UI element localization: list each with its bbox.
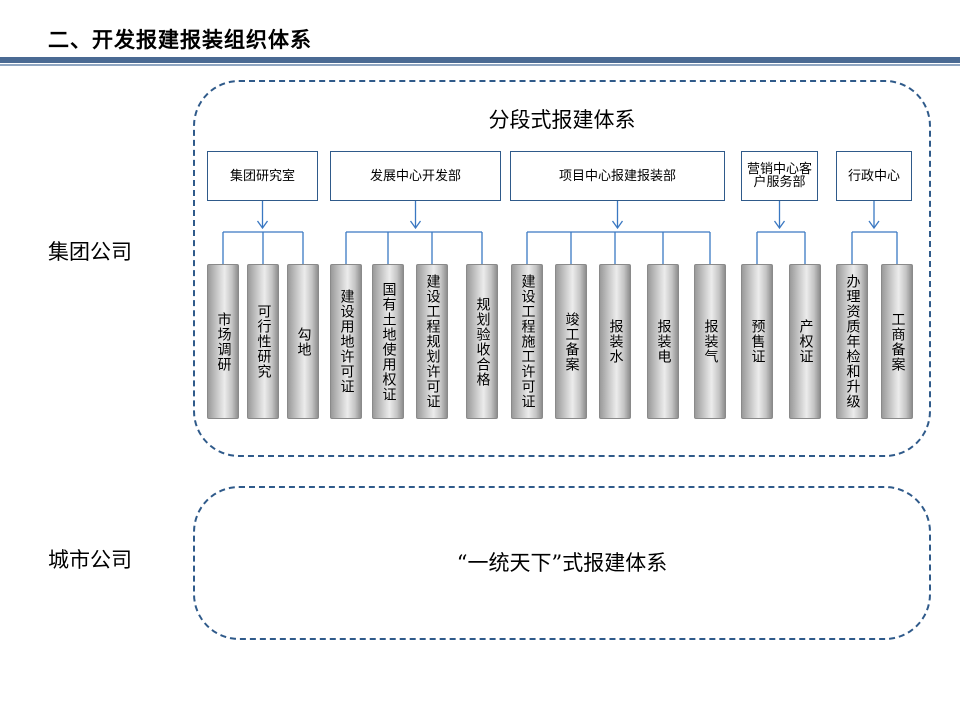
task-label: 报装气: [702, 319, 719, 364]
task-box: 市场调研: [207, 264, 239, 419]
department-box: 集团研究室: [207, 151, 318, 201]
department-box: 项目中心报建报装部: [510, 151, 725, 201]
task-box: 预售证: [741, 264, 773, 419]
task-label: 办理资质年检和升级: [844, 274, 861, 409]
diagram-title: 分段式报建体系: [488, 108, 636, 132]
task-box: 竣工备案: [555, 264, 587, 419]
task-label: 建设工程施工许可证: [519, 274, 536, 409]
title-rule: [0, 57, 960, 63]
slide-title: 二、开发报建报装组织体系: [48, 28, 312, 52]
task-box: 报装水: [599, 264, 631, 419]
task-box: 报装气: [694, 264, 726, 419]
task-box: 规划验收合格: [466, 264, 498, 419]
task-label: 建设工程规划许可证: [424, 274, 441, 409]
city-system-frame: [193, 486, 931, 640]
arrow-head: [773, 220, 786, 230]
task-label: 勾地: [295, 326, 312, 357]
title-rule-secondary: [0, 64, 960, 66]
group-company-label: 集团公司: [48, 240, 132, 264]
task-label: 报装电: [655, 319, 672, 364]
department-box: 营销中心客户服务部: [741, 151, 818, 201]
task-box: 办理资质年检和升级: [836, 264, 868, 419]
department-box: 行政中心: [836, 151, 912, 201]
task-label: 报装水: [607, 319, 624, 364]
task-box: 勾地: [287, 264, 319, 419]
department-box: 发展中心开发部: [330, 151, 501, 201]
task-label: 国有土地使用权证: [380, 281, 397, 402]
task-box: 产权证: [789, 264, 821, 419]
arrow-head: [256, 220, 269, 230]
task-label: 规划验收合格: [474, 296, 491, 387]
task-label: 可行性研究: [255, 304, 272, 379]
group-system-frame: [193, 80, 931, 457]
city-system-text: “一统天下”式报建体系: [456, 551, 668, 575]
task-label: 市场调研: [215, 311, 232, 372]
task-label: 竣工备案: [563, 311, 580, 372]
task-box: 建设用地许可证: [330, 264, 362, 419]
task-box: 工商备案: [881, 264, 913, 419]
task-box: 建设工程施工许可证: [511, 264, 543, 419]
task-label: 产权证: [797, 319, 814, 364]
arrow-head: [611, 220, 624, 230]
task-box: 可行性研究: [247, 264, 279, 419]
task-label: 工商备案: [889, 311, 906, 372]
task-label: 建设用地许可证: [338, 289, 355, 394]
task-box: 报装电: [647, 264, 679, 419]
task-box: 国有土地使用权证: [372, 264, 404, 419]
task-box: 建设工程规划许可证: [416, 264, 448, 419]
arrow-head: [409, 220, 422, 230]
task-label: 预售证: [749, 319, 766, 364]
arrow-head: [868, 220, 880, 230]
city-company-label: 城市公司: [48, 548, 132, 572]
